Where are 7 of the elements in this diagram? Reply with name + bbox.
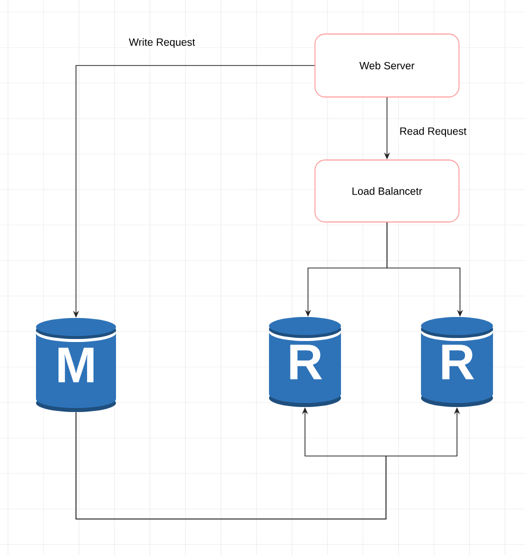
process-box: Web Server [314,34,460,98]
database-cylinder: R [421,317,493,407]
process-box: Load Balancetr [314,160,460,222]
edge-label: Read Request [398,126,468,138]
database-cylinder: M [36,318,116,412]
database-cylinder: R [269,317,341,407]
edge-label: Write Request [128,37,196,49]
